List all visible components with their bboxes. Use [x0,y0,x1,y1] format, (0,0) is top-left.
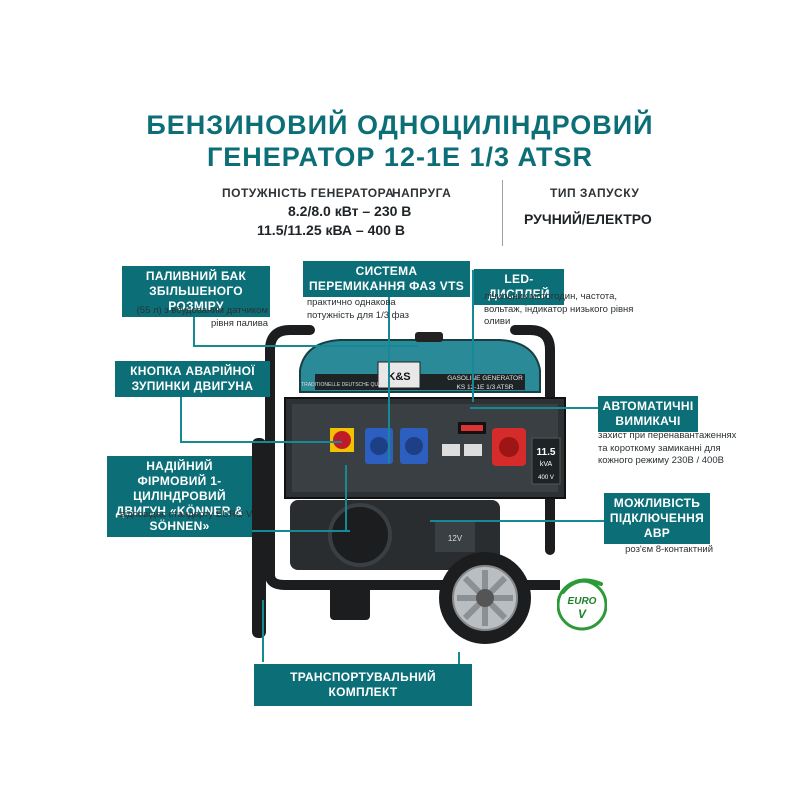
voltage-badge: 400 V [538,475,554,481]
support-foot [330,582,370,620]
start-heading: ТИП ЗАПУСКУ [550,186,640,200]
line-led [472,270,474,402]
fuel-cap [415,332,443,342]
frame-right [510,325,555,555]
kva-unit: kVA [540,461,553,468]
euro-text: EURO [568,596,597,607]
generator-illustration: K&S TRADITIONELLE DEUTSCHE QUALITÄT GASO… [252,325,566,644]
brand-plate [377,361,421,389]
led-note: лічильник мотогодин, частота, вольтаж, і… [484,291,634,327]
line-vts [388,285,390,463]
title-line-2: ГЕНЕРАТОР 12-1E 1/3 ATSR [206,142,594,172]
panel-title: GASOLINE GENERATOR [447,375,523,382]
model: KS 12-1E 1/3 ATSR [457,384,514,391]
frame-left [265,325,315,545]
emergency-button [333,431,351,449]
transport-label: ТРАНСПОРТУВАЛЬНИЙ КОМПЛЕКТ [254,664,472,706]
spec-line-2: 11.5/11.25 кВА – 400 В [257,222,405,238]
led-label: LED-ДИСПЛЕЙ [474,269,564,305]
breaker-1 [442,444,460,456]
line-transport-r [458,652,460,664]
start-value: РУЧНИЙ/ЕЛЕКТРО [524,211,652,227]
brand-mark: K&S [387,371,410,383]
breaker-2 [464,444,482,456]
line-ats [430,520,605,522]
euro-v-text: V [578,607,587,621]
leaf-icon [561,578,603,594]
engine-label: НАДІЙНИЙ ФІРМОВИЙ 1-ЦИЛІНДРОВИЙ ДВИГУН «… [107,456,252,537]
tagline: TRADITIONELLE DEUTSCHE QUALITÄT [301,381,395,388]
battery [435,520,475,552]
voltage-heading: НАПРУГА [392,186,452,200]
line-breakers [470,407,600,409]
power-heading: ПОТУЖНІСТЬ ГЕНЕРАТОРА [222,186,395,200]
kva-value: 11.5 [537,447,556,458]
ats-label: МОЖЛИВІСТЬ ПІДКЛЮЧЕННЯ АВР [604,493,710,544]
vts-note: практично однакова потужність для 1/3 фа… [307,297,409,321]
engine-note: відповідає стандарту EURO V [120,509,253,520]
engine-cover [328,503,392,567]
frame-bottom [265,540,560,590]
line-fuel-h [193,345,418,347]
line-engine-v [345,465,347,532]
euro-v-badge: EURO V [557,578,607,631]
kva-badge [531,437,561,485]
vts-label: СИСТЕМА ПЕРЕМИКАННЯ ФАЗ VTS [303,261,470,297]
fuel-tank-label: ПАЛИВНИЙ БАК ЗБІЛЬШЕНОГО РОЗМІРУ [122,266,270,317]
spec-line-1: 8.2/8.0 кВт – 230 В [288,203,412,219]
ats-note: роз'єм 8-контактний [625,544,713,555]
spec-divider [502,180,503,246]
breakers-note: захист при перенавантаженнях та коротком… [598,430,737,466]
line-transport-l [262,600,264,662]
line-emergency-v [180,395,182,441]
line-emergency-h [180,441,342,443]
battery-label: 12V [448,534,463,543]
fuel-tank-note: (55 л) з вбудованим датчиком рівня палив… [136,305,268,329]
emergency-label: КНОПКА АВАРІЙНОЇ ЗУПИНКИ ДВИГУНА [115,361,270,397]
handle [252,438,266,638]
title-line-1: БЕНЗИНОВИЙ ОДНОЦИЛІНДРОВИЙ [146,110,654,140]
breakers-label: АВТОМАТИЧНІ ВИМИКАЧІ [598,396,698,432]
